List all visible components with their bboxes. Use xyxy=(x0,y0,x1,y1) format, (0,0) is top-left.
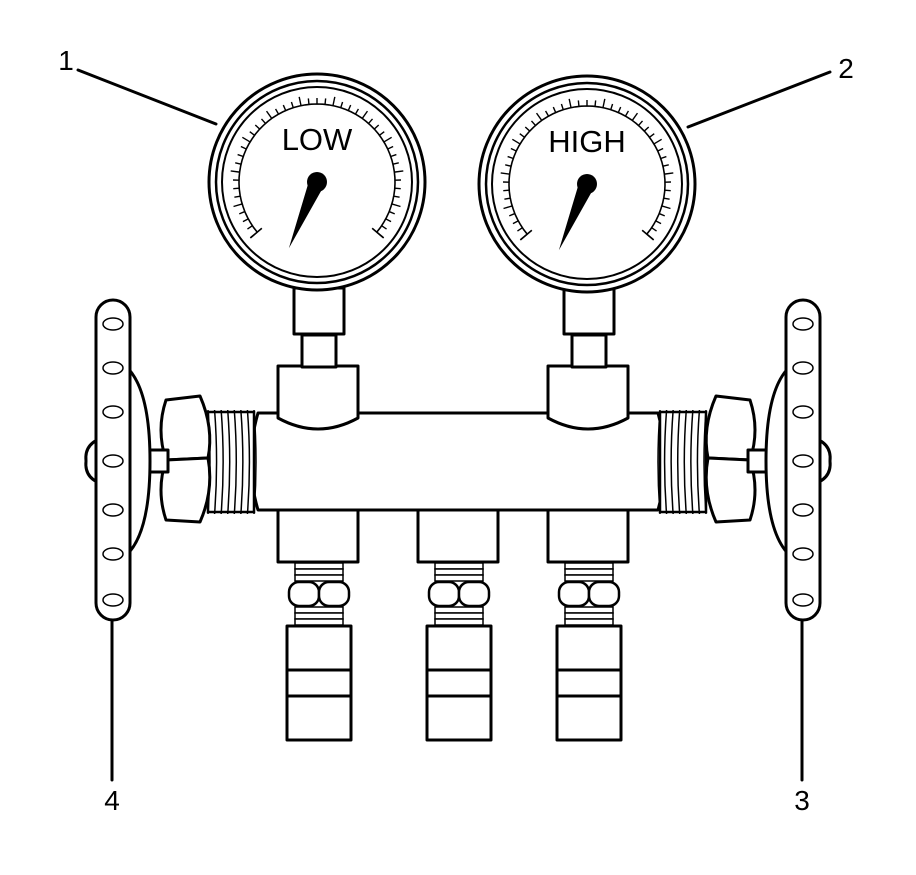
needle-hub xyxy=(577,174,597,194)
handwheel-left xyxy=(84,298,170,622)
needle xyxy=(558,180,595,251)
hex-nut-left xyxy=(159,394,212,524)
gauge-label: LOW xyxy=(282,122,353,157)
upper-port-left xyxy=(276,364,360,431)
gauge-high: HIGH xyxy=(477,74,697,294)
hex-nut-right xyxy=(704,394,757,524)
hose-right xyxy=(555,624,623,742)
callout-2: 2 xyxy=(838,53,854,84)
callout-4: 4 xyxy=(104,785,120,816)
hose-center xyxy=(425,624,493,742)
gauge-neck-right xyxy=(562,286,616,369)
handwheel-right xyxy=(746,298,832,622)
hose-left xyxy=(285,624,353,742)
callout-line-2 xyxy=(686,70,832,129)
gauge-neck-left xyxy=(292,286,346,369)
needle xyxy=(288,178,325,249)
callout-3: 3 xyxy=(794,785,810,816)
upper-port-right xyxy=(546,364,630,431)
gauge-low: LOW xyxy=(207,72,427,292)
gauge-label: HIGH xyxy=(548,124,626,159)
callout-1: 1 xyxy=(58,45,74,76)
needle-hub xyxy=(307,172,327,192)
callout-line-1 xyxy=(76,68,218,126)
